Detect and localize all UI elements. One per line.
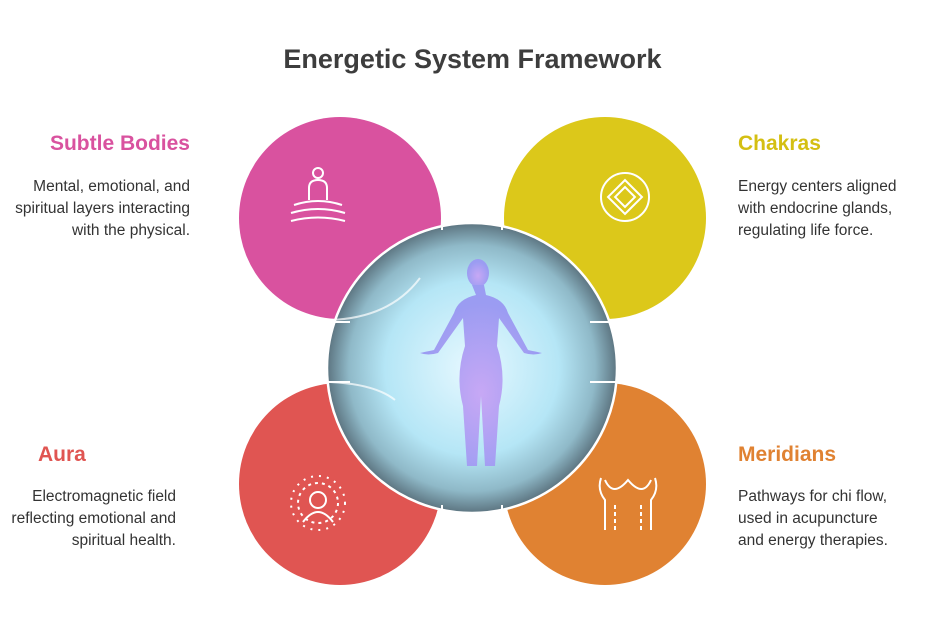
chakras-title: Chakras <box>738 132 821 155</box>
aura-description: Electromagnetic field reflecting emotion… <box>11 488 176 549</box>
aura-person-icon <box>290 475 346 531</box>
meridians-body-icon <box>598 477 658 530</box>
chakra-icon <box>600 172 650 222</box>
page-title: Energetic System Framework <box>283 44 662 74</box>
meridians-description: Pathways for chi flow, used in acupunctu… <box>738 488 888 549</box>
aura-title: Aura <box>38 443 86 466</box>
subtle-bodies-description: Mental, emotional, and spiritual layers … <box>15 178 190 239</box>
human-figure-icon <box>420 259 542 466</box>
subtle-bodies-title: Subtle Bodies <box>49 132 190 155</box>
meditation-icon <box>290 167 346 222</box>
chakras-description: Energy centers aligned with endocrine gl… <box>738 178 897 239</box>
meridians-title: Meridians <box>738 443 837 466</box>
